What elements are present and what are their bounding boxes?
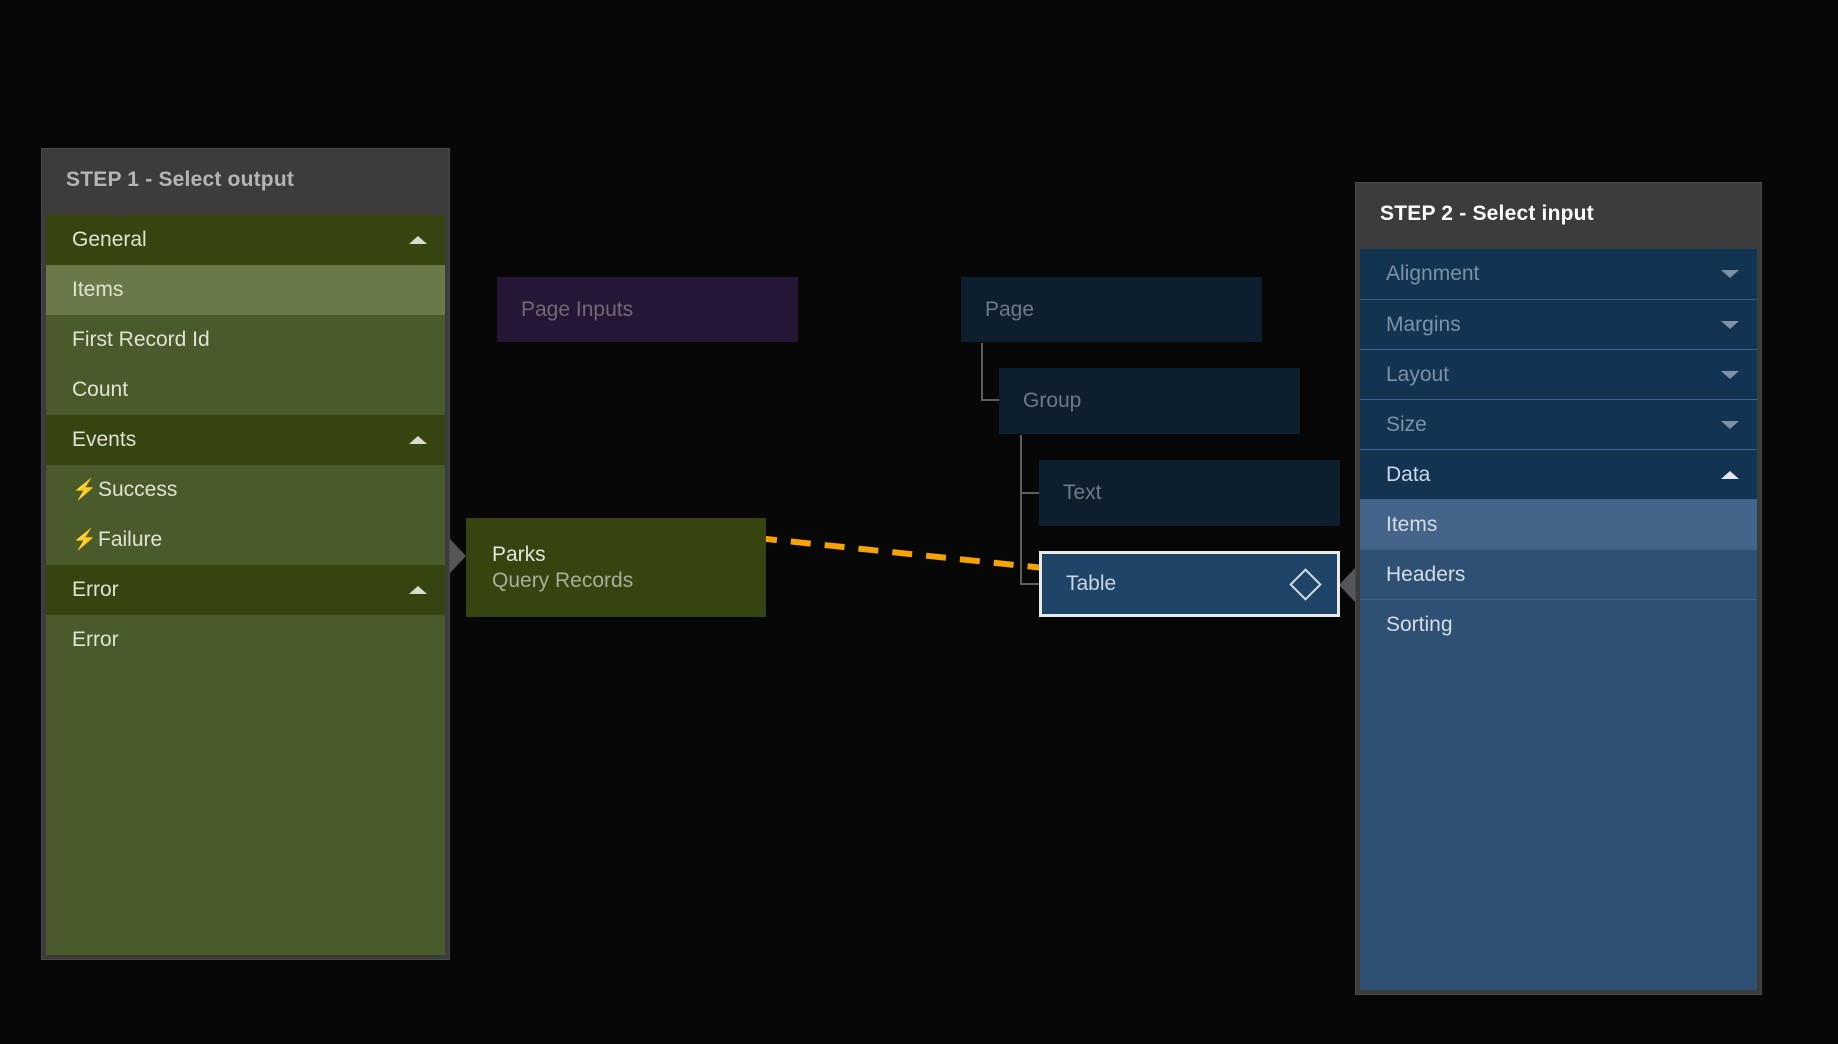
- output-event-failure[interactable]: ⚡ Failure: [46, 515, 445, 565]
- output-item-items[interactable]: Items: [46, 265, 445, 315]
- node-parks[interactable]: Parks Query Records: [466, 518, 766, 617]
- node-table[interactable]: Table: [1039, 551, 1340, 617]
- caret-down-icon[interactable]: [1721, 270, 1739, 278]
- section-label-general: General: [72, 228, 147, 251]
- input-item-headers[interactable]: Headers: [1360, 549, 1757, 599]
- tree-line-horizontal: [1020, 583, 1039, 585]
- caret-up-icon[interactable]: [409, 436, 427, 444]
- caret-up-icon[interactable]: [409, 586, 427, 594]
- section-header-general[interactable]: General: [46, 215, 445, 265]
- lightning-bolt-icon: ⚡: [72, 479, 97, 501]
- diamond-icon[interactable]: [1289, 567, 1322, 601]
- section-header-alignment[interactable]: Alignment: [1360, 249, 1757, 299]
- section-label-margins: Margins: [1386, 312, 1461, 336]
- tree-line-horizontal: [981, 399, 1000, 401]
- caret-down-icon[interactable]: [1721, 420, 1739, 429]
- section-header-error[interactable]: Error: [46, 565, 445, 615]
- input-item-label: Headers: [1386, 562, 1466, 586]
- input-item-sorting[interactable]: Sorting: [1360, 599, 1757, 649]
- output-item-label: Count: [72, 378, 129, 401]
- step2-input-marker-icon: [1339, 568, 1355, 602]
- node-page[interactable]: Page: [961, 277, 1262, 342]
- input-item-label: Items: [1386, 512, 1438, 536]
- node-subtitle: Query Records: [492, 568, 634, 592]
- step2-panel: STEP 2 - Select input Alignment Margins …: [1355, 182, 1762, 995]
- input-item-items[interactable]: Items: [1360, 499, 1757, 549]
- node-text[interactable]: Text: [1039, 460, 1340, 526]
- node-group[interactable]: Group: [999, 368, 1300, 434]
- output-item-count[interactable]: Count: [46, 365, 445, 415]
- output-event-label: Success: [98, 478, 178, 501]
- caret-down-icon[interactable]: [1721, 320, 1739, 329]
- section-label-alignment: Alignment: [1386, 262, 1480, 285]
- output-item-label: Items: [72, 278, 124, 301]
- output-event-success[interactable]: ⚡ Success: [46, 465, 445, 515]
- section-label-layout: Layout: [1386, 362, 1450, 386]
- step1-title: STEP 1 - Select output: [66, 168, 295, 191]
- node-label: Page: [985, 297, 1035, 321]
- section-label-size: Size: [1386, 412, 1427, 436]
- node-title: Parks: [492, 542, 546, 566]
- tree-line-horizontal: [1020, 492, 1039, 494]
- step2-title: STEP 2 - Select input: [1380, 202, 1594, 225]
- step2-list: Alignment Margins Layout Size Data Items: [1360, 249, 1757, 990]
- step1-list: General Items First Record Id Count Even…: [46, 215, 445, 955]
- section-header-events[interactable]: Events: [46, 415, 445, 465]
- input-item-label: Sorting: [1386, 612, 1453, 636]
- node-label: Page Inputs: [521, 297, 634, 321]
- section-label-events: Events: [72, 428, 137, 451]
- node-label: Text: [1063, 481, 1102, 504]
- caret-down-icon[interactable]: [1721, 370, 1739, 379]
- caret-up-icon[interactable]: [1721, 470, 1739, 479]
- section-header-layout[interactable]: Layout: [1360, 349, 1757, 399]
- node-label: Table: [1066, 572, 1117, 595]
- step1-output-marker-icon: [450, 539, 466, 573]
- section-header-margins[interactable]: Margins: [1360, 299, 1757, 349]
- step1-panel: STEP 1 - Select output General Items Fir…: [41, 148, 450, 960]
- tree-line-vertical: [1020, 435, 1022, 585]
- output-item-first-record-id[interactable]: First Record Id: [46, 315, 445, 365]
- tree-line-vertical: [981, 343, 983, 401]
- output-event-label: Failure: [98, 528, 163, 551]
- output-item-label: First Record Id: [72, 328, 210, 351]
- connection-line: [756, 535, 1064, 573]
- section-header-data[interactable]: Data: [1360, 449, 1757, 499]
- section-label-data: Data: [1386, 462, 1431, 486]
- node-page-inputs[interactable]: Page Inputs: [497, 277, 798, 342]
- node-label: Group: [1023, 389, 1082, 412]
- caret-up-icon[interactable]: [409, 236, 427, 244]
- output-item-label: Error: [72, 628, 119, 651]
- section-label-error: Error: [72, 578, 119, 601]
- output-item-error[interactable]: Error: [46, 615, 445, 665]
- lightning-bolt-icon: ⚡: [72, 529, 97, 551]
- section-header-size[interactable]: Size: [1360, 399, 1757, 449]
